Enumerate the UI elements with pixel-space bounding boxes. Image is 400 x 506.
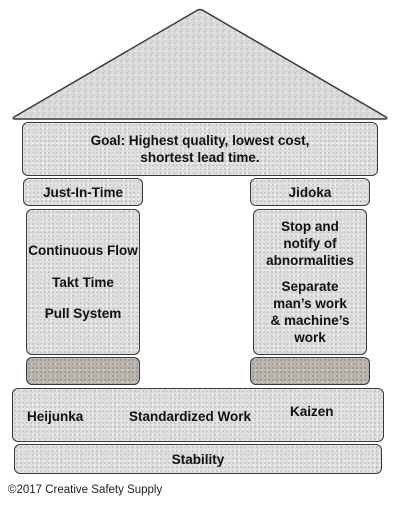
pillar-item-continuous-flow: Continuous Flow (28, 243, 138, 259)
goal-line-1: Goal: Highest quality, lowest cost, (90, 133, 310, 148)
text-line: notify of (283, 236, 337, 251)
foundation-item-standardized-work: Standardized Work (129, 409, 252, 424)
stability-label: Stability (171, 451, 225, 467)
jidoka-capital: Jidoka (250, 178, 370, 206)
jit-title: Just-In-Time (42, 184, 123, 200)
right-pillar: Stop and notify of abnormalities Separat… (253, 209, 367, 355)
roof (12, 8, 388, 120)
left-pillar: Continuous Flow Takt Time Pull System (26, 209, 140, 355)
copyright-notice: ©2017 Creative Safety Supply (8, 484, 163, 496)
goal-line-2: shortest lead time. (140, 150, 260, 165)
foundation-item-kaizen: Kaizen (290, 404, 334, 419)
pillar-item-stop-and-notify: Stop and notify of abnormalities (266, 218, 354, 269)
goal-beam: Goal: Highest quality, lowest cost, shor… (22, 122, 378, 176)
jit-capital: Just-In-Time (23, 178, 143, 206)
text-line: work (294, 330, 326, 345)
pillar-item-separate-work: Separate man’s work & machine’s work (270, 278, 349, 346)
pillar-item-pull-system: Pull System (44, 305, 122, 321)
text-line: abnormalities (266, 253, 354, 268)
text-line: man’s work (273, 296, 347, 311)
text-line: & machine’s (270, 313, 350, 328)
jidoka-title: Jidoka (288, 184, 332, 200)
stability-base: Stability (14, 444, 382, 474)
foundation (12, 388, 384, 442)
foundation-item-heijunka: Heijunka (27, 409, 84, 424)
text-line: Stop and (281, 219, 339, 234)
pillar-item-takt-time: Takt Time (52, 274, 114, 290)
right-pillar-base (250, 357, 370, 385)
left-pillar-base (26, 357, 140, 385)
text-line: Separate (281, 279, 339, 294)
